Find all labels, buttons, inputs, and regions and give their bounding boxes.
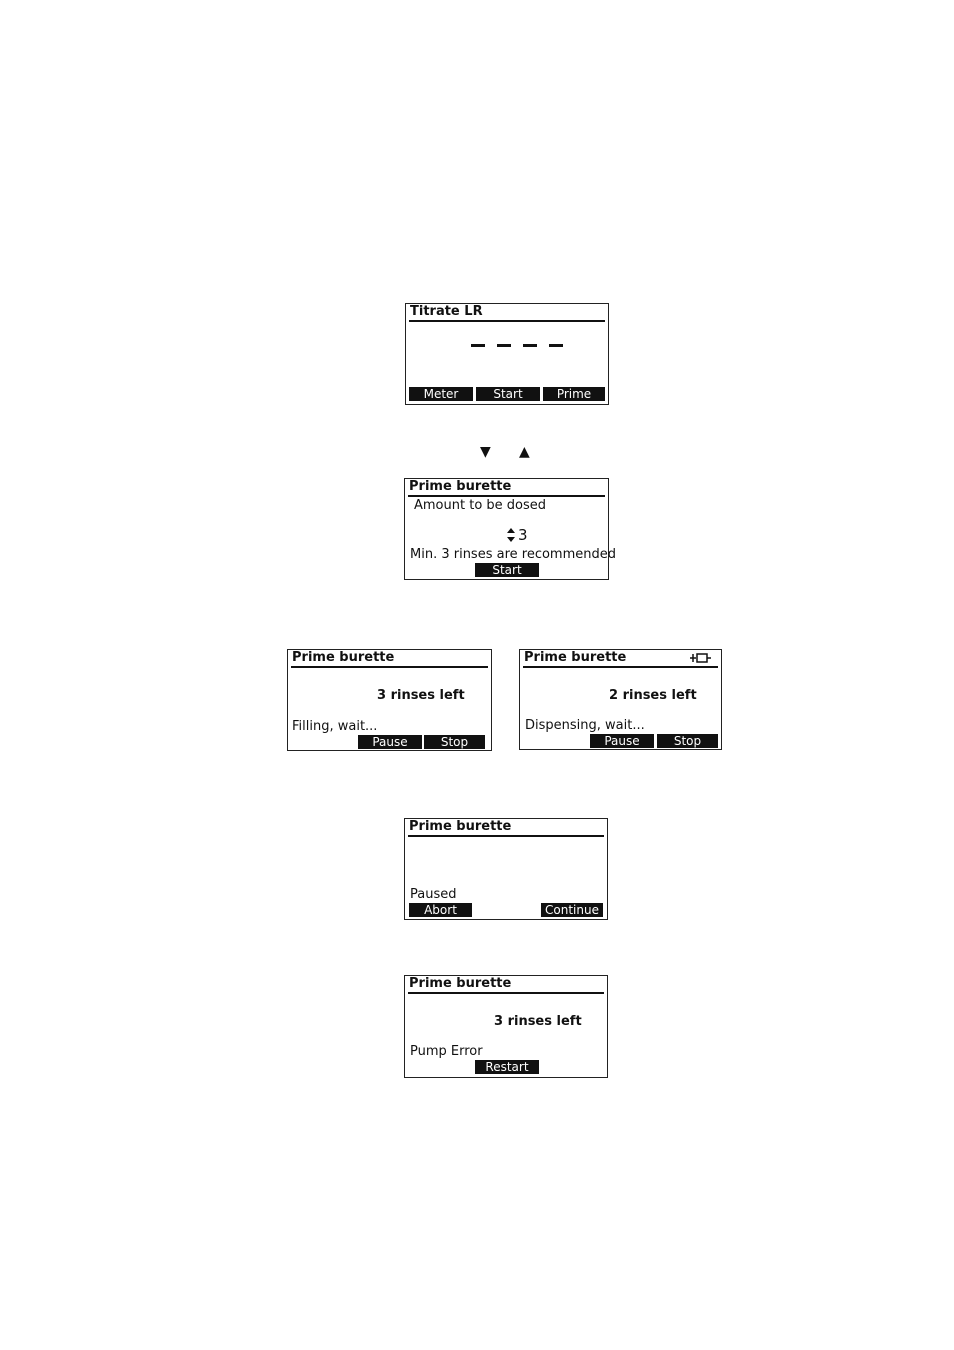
stop-softkey[interactable]: Stop xyxy=(657,734,718,748)
amount-prompt: Amount to be dosed xyxy=(414,498,547,513)
error-text: Pump Error xyxy=(410,1044,483,1059)
title-divider xyxy=(408,495,605,497)
prime-burette-amount-screen: Prime burette Amount to be dosed 3 Min. … xyxy=(404,478,616,580)
recommendation-note: Min. 3 rinses are recommended xyxy=(410,547,616,562)
reading-dash xyxy=(497,344,511,347)
title-divider xyxy=(523,666,718,668)
up-arrow-icon: ▲ xyxy=(519,444,530,460)
rinses-left: 3 rinses left xyxy=(377,688,465,703)
screen-title: Prime burette xyxy=(409,479,512,494)
screen-title: Prime burette xyxy=(292,650,395,665)
reading-dash xyxy=(523,344,537,347)
screen-title: Prime burette xyxy=(409,976,512,991)
rinse-count-value[interactable]: 3 xyxy=(518,526,528,544)
status-text: Filling, wait... xyxy=(292,719,378,734)
title-divider xyxy=(291,666,488,668)
screen-title: Prime burette xyxy=(524,650,627,665)
rinses-left: 3 rinses left xyxy=(494,1014,582,1029)
screen-title: Prime burette xyxy=(409,819,512,834)
rinses-left: 2 rinses left xyxy=(609,688,697,703)
start-softkey[interactable]: Start xyxy=(475,563,539,577)
down-arrow-icon: ▼ xyxy=(480,444,491,460)
pause-softkey[interactable]: Pause xyxy=(358,735,422,749)
start-softkey[interactable]: Start xyxy=(476,387,540,401)
titrate-lr-screen: Titrate LR Meter Start Prime xyxy=(405,303,609,405)
prime-burette-dispensing-screen: Prime burette 2 rinses left Dispensing, … xyxy=(519,649,722,750)
title-divider xyxy=(408,835,604,837)
prime-burette-paused-screen: Prime burette Paused Abort Continue xyxy=(404,818,608,920)
restart-softkey[interactable]: Restart xyxy=(475,1060,539,1074)
abort-softkey[interactable]: Abort xyxy=(409,903,472,917)
continue-softkey[interactable]: Continue xyxy=(541,903,603,917)
status-text: Paused xyxy=(410,887,457,902)
pump-icon xyxy=(690,653,711,663)
prime-softkey[interactable]: Prime xyxy=(543,387,605,401)
stop-softkey[interactable]: Stop xyxy=(424,735,485,749)
screen-title: Titrate LR xyxy=(410,304,483,319)
pause-softkey[interactable]: Pause xyxy=(590,734,654,748)
title-divider xyxy=(409,320,605,322)
up-down-icon xyxy=(507,528,515,542)
title-divider xyxy=(408,992,604,994)
meter-softkey[interactable]: Meter xyxy=(409,387,473,401)
reading-dash xyxy=(549,344,563,347)
prime-burette-error-screen: Prime burette 3 rinses left Pump Error R… xyxy=(404,975,608,1078)
prime-burette-filling-screen: Prime burette 3 rinses left Filling, wai… xyxy=(287,649,492,751)
status-text: Dispensing, wait... xyxy=(525,718,645,733)
reading-dash xyxy=(471,344,485,347)
